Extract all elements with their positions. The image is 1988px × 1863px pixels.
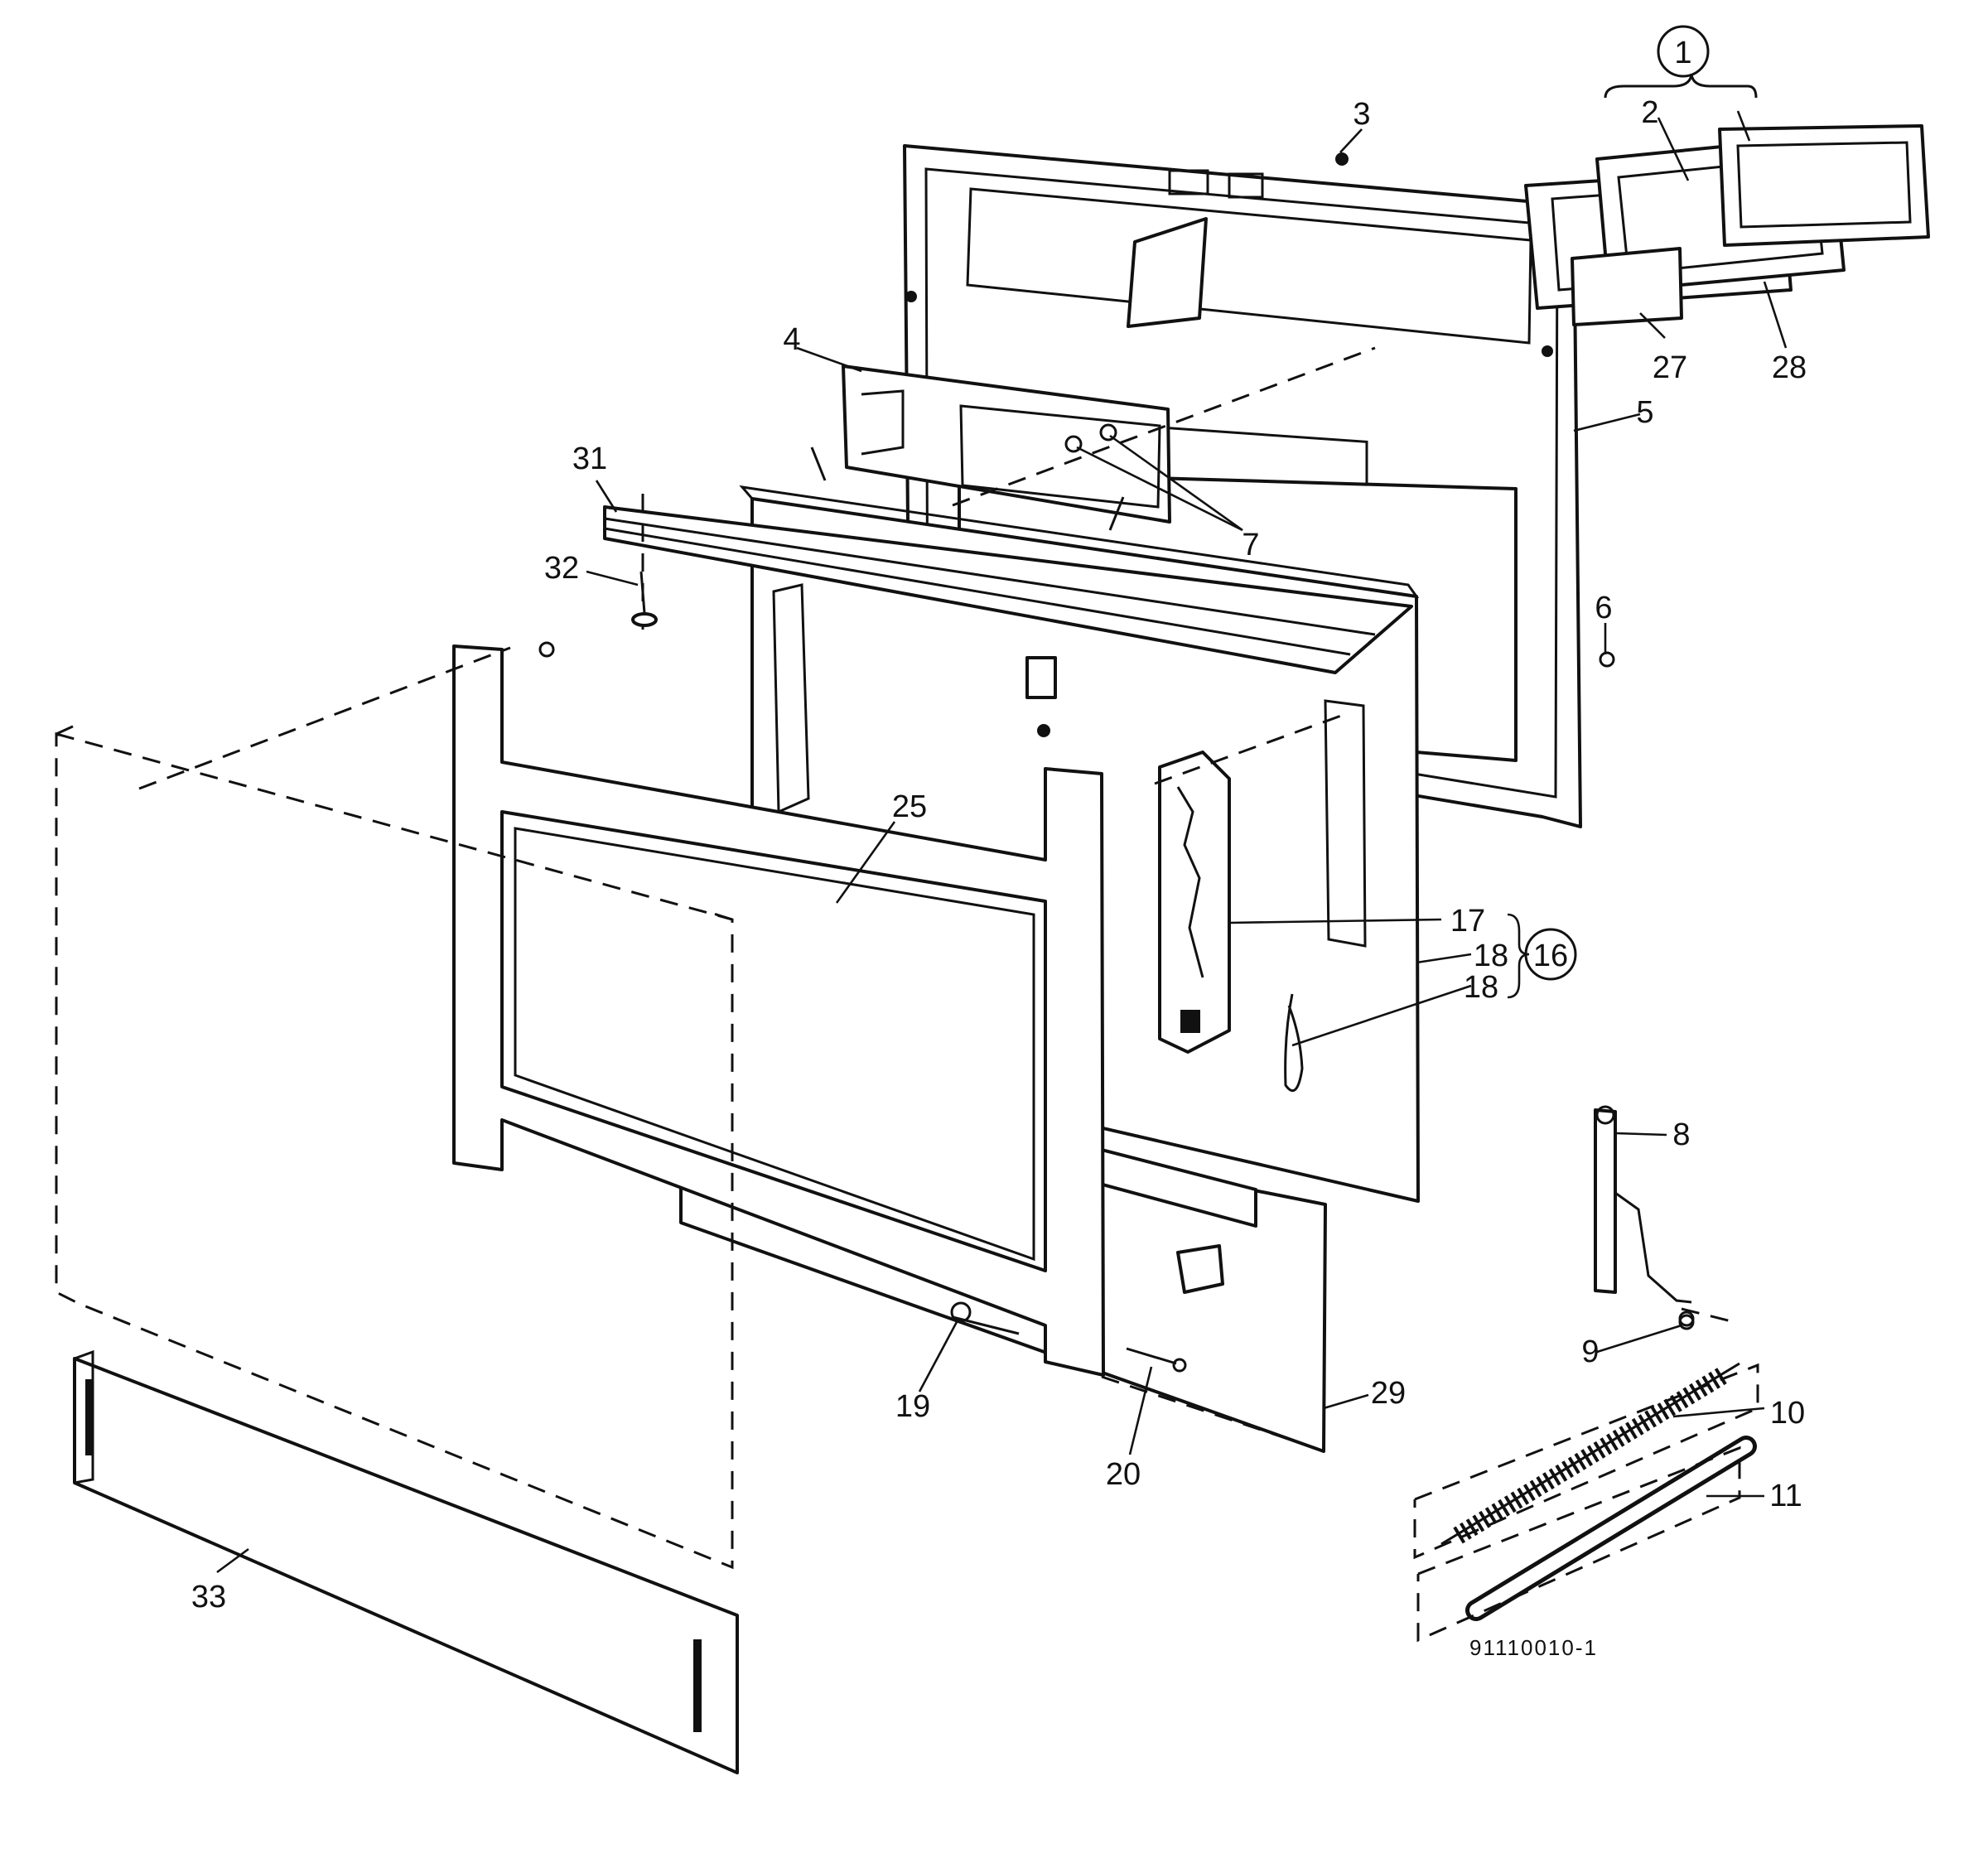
- part-20-bolt: [1126, 1347, 1187, 1373]
- part-32-screw: [631, 571, 658, 627]
- callout-10: 10: [1770, 1396, 1805, 1431]
- part-18-spring-clip: [1284, 993, 1304, 1093]
- drawing-number: 91110010-1: [1469, 1635, 1598, 1660]
- callout-19: 19: [895, 1389, 930, 1424]
- callout-16-circle: [1524, 928, 1577, 981]
- callout-9: 9: [1581, 1335, 1599, 1369]
- callout-16: 16: [1533, 939, 1568, 973]
- callout-25: 25: [892, 789, 927, 824]
- loose-screw: [538, 641, 555, 658]
- part-4-bracket: [810, 364, 1171, 531]
- part-11-rod: [1465, 1436, 1757, 1621]
- callout-18-lower: 18: [1464, 970, 1498, 1005]
- part-3-screw: [1335, 152, 1349, 166]
- part-19-nut: [950, 1301, 972, 1323]
- alignment-lines: [138, 346, 1759, 1643]
- callout-29: 29: [1371, 1376, 1406, 1411]
- callout-1: 1: [1674, 36, 1691, 70]
- callout-6: 6: [1595, 591, 1612, 625]
- part-7-washer: [1099, 423, 1117, 442]
- part-17-hinge: [1158, 751, 1231, 1054]
- callout-28: 28: [1772, 350, 1807, 385]
- part-1-vent-cap: [1718, 124, 1930, 247]
- callout-31: 31: [572, 442, 607, 476]
- callout-8: 8: [1672, 1117, 1690, 1152]
- part-door-inner-frame: [452, 644, 1105, 1377]
- part-27-vent-baffle: [1571, 247, 1683, 326]
- part-31-top-trim: [603, 505, 1413, 674]
- callout-7: 7: [1242, 528, 1259, 562]
- callout-27: 27: [1653, 350, 1687, 385]
- callout-32: 32: [544, 551, 579, 586]
- callout-4: 4: [783, 322, 800, 357]
- part-7-screw: [1064, 435, 1083, 453]
- callout-11: 11: [1769, 1479, 1802, 1513]
- part-1-bracket: [1604, 74, 1758, 99]
- callout-18-upper: 18: [1474, 939, 1508, 973]
- callout-1-circle: [1657, 25, 1710, 78]
- part-33-kick-panel: [73, 1349, 739, 1774]
- callout-33: 33: [191, 1580, 226, 1614]
- callout-20: 20: [1106, 1457, 1141, 1492]
- leader-lines: [216, 110, 1788, 1574]
- part-6-screw: [1599, 651, 1615, 668]
- callout-5: 5: [1636, 395, 1653, 430]
- part-9-screw: [1678, 1314, 1695, 1330]
- part-8-hinge-arm: [1594, 1105, 1695, 1327]
- callout-2: 2: [1641, 95, 1658, 130]
- callout-17: 17: [1450, 904, 1485, 939]
- callout-3: 3: [1353, 97, 1370, 132]
- part-10-spring: [1440, 1362, 1740, 1546]
- outer-door-glass: [55, 724, 734, 1570]
